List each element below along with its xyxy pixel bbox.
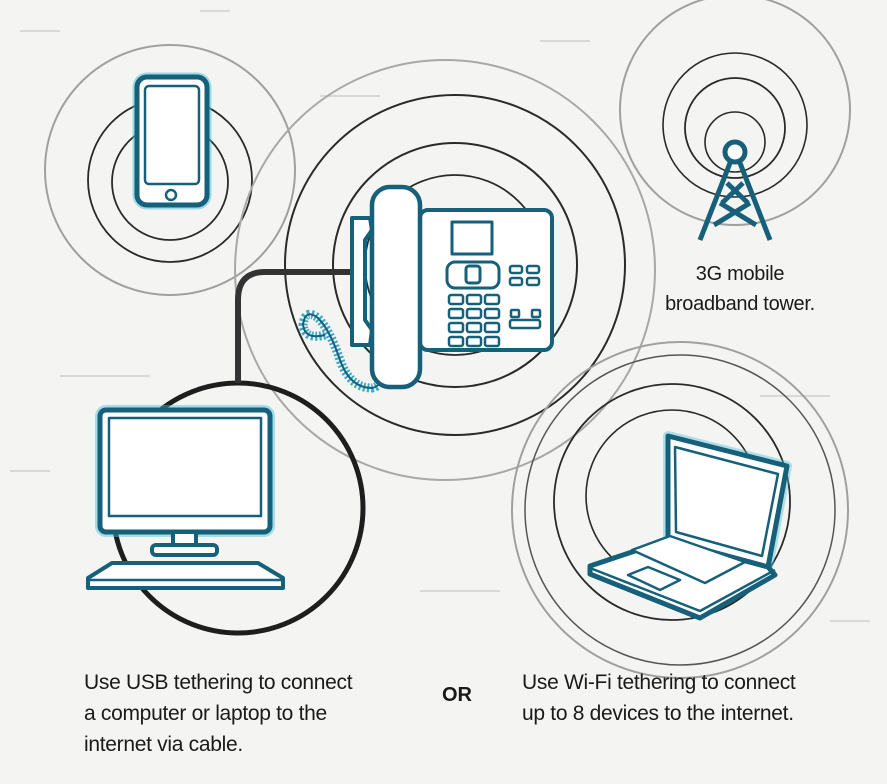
wifi-caption-line2: up to 8 devices to the internet. [522,702,794,725]
cell-tower-icon [697,139,773,241]
tower-label-line1: 3G mobile [695,263,785,285]
usb-caption-line3: internet via cable. [84,733,243,756]
desk-phone-signal-rings [234,59,656,481]
laptop-icon [587,431,792,621]
tower-label-line2: broadband tower. [665,293,815,315]
usb-tethering-caption: Use USB tethering to connect a computer … [84,667,353,760]
desktop-computer-icon [86,405,285,590]
tower-signal-rings [619,0,851,226]
tower-label: 3G mobile broadband tower. [640,259,840,319]
wifi-caption-line1: Use Wi-Fi tethering to connect [522,671,796,694]
usb-caption-line1: Use USB tethering to connect [84,671,353,694]
usb-cable [235,269,352,383]
wifi-tethering-caption: Use Wi-Fi tethering to connect up to 8 d… [522,667,796,729]
desk-phone-icon [298,184,554,393]
smartphone-icon [132,72,212,210]
or-separator: OR [442,684,472,706]
usb-caption-line2: a computer or laptop to the [84,702,327,725]
